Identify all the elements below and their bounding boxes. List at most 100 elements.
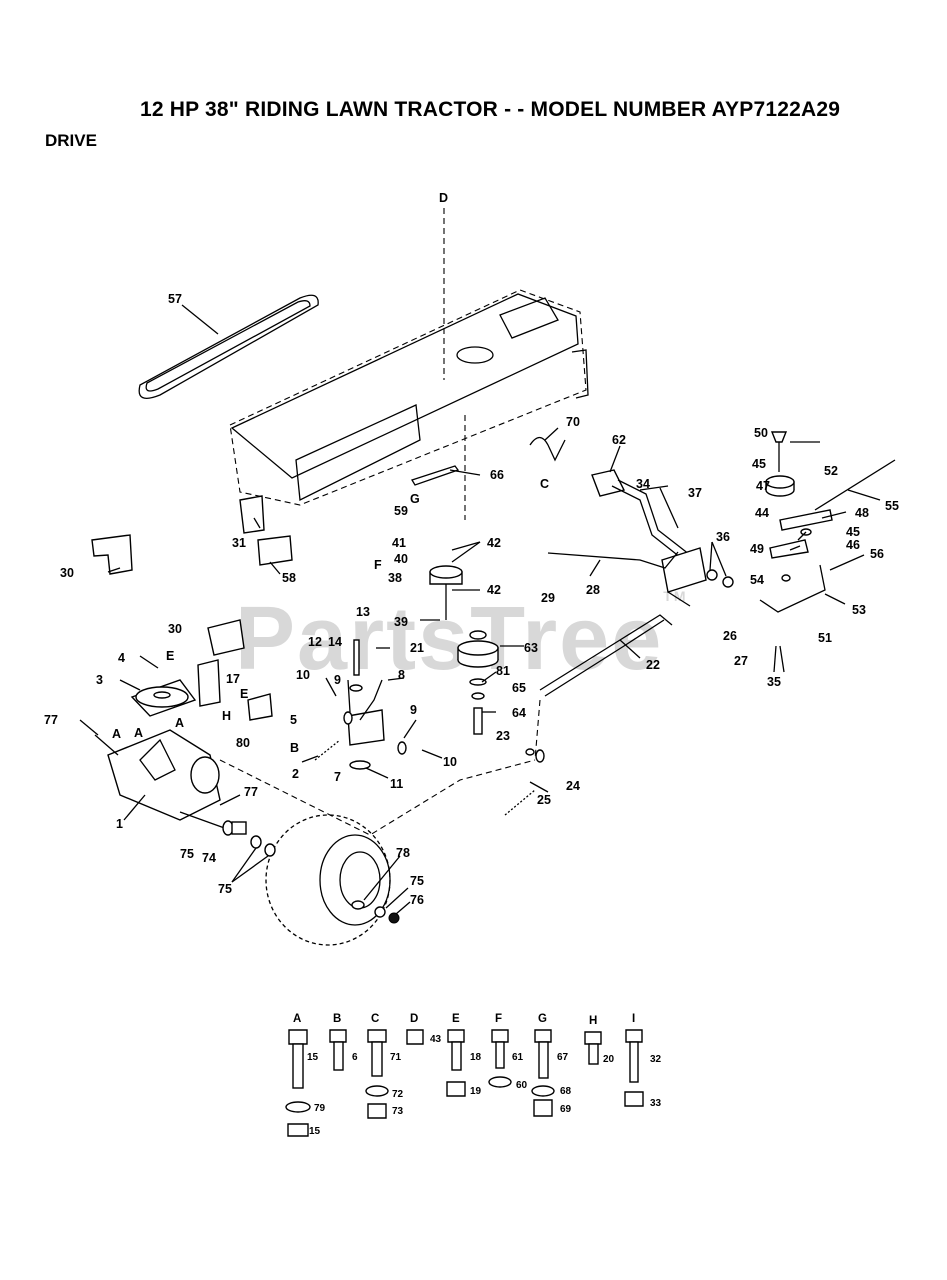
callout-A2: A <box>134 726 143 740</box>
legend-C: C 71 72 73 <box>365 1013 404 1119</box>
control-rods <box>534 551 679 761</box>
callout-41: 41 <box>392 536 406 550</box>
callout-63: 63 <box>524 641 538 655</box>
spring-70 <box>529 436 566 462</box>
legend-F-60: 60 <box>516 1080 528 1091</box>
callout-42a: 42 <box>487 536 501 550</box>
callout-B: B <box>290 741 299 755</box>
callout-36: 36 <box>716 530 730 544</box>
callout-D: D <box>439 191 448 205</box>
legend-A: A 15 79 15 <box>285 1013 326 1137</box>
callout-7: 7 <box>334 770 341 784</box>
callout-35: 35 <box>767 675 781 689</box>
callout-3: 3 <box>96 673 103 687</box>
callout-47: 47 <box>756 479 770 493</box>
pedal-assembly <box>591 469 734 593</box>
drive-belt <box>138 294 319 399</box>
legend-A-letter: A <box>293 1013 301 1025</box>
callout-26: 26 <box>723 629 737 643</box>
washer-24 <box>535 749 545 763</box>
callout-10a: 10 <box>296 668 310 682</box>
callout-8: 8 <box>398 668 405 682</box>
legend-A-15: 15 <box>307 1052 319 1063</box>
legend-H-letter: H <box>589 1015 597 1027</box>
callout-51: 51 <box>818 631 832 645</box>
callout-A3: A <box>175 716 184 730</box>
callout-44: 44 <box>755 506 769 520</box>
idler-assembly <box>411 465 499 735</box>
callout-74: 74 <box>202 851 216 865</box>
legend-B-letter: B <box>333 1013 341 1025</box>
callout-22: 22 <box>646 658 660 672</box>
leader-lines <box>79 304 881 915</box>
callout-21: 21 <box>410 641 424 655</box>
transaxle <box>94 679 231 831</box>
callout-28: 28 <box>586 583 600 597</box>
callout-17: 17 <box>226 672 240 686</box>
section-title: DRIVE <box>45 131 97 150</box>
axle-washers <box>222 820 276 857</box>
legend-C-letter: C <box>371 1013 379 1025</box>
brackets <box>91 495 293 656</box>
callout-45a: 45 <box>752 457 766 471</box>
callout-27: 27 <box>734 654 748 668</box>
callout-F: F <box>374 558 382 572</box>
callout-5: 5 <box>290 713 297 727</box>
callout-37: 37 <box>688 486 702 500</box>
legend-G: G 67 68 69 <box>531 1013 572 1117</box>
legend-I-32: 32 <box>650 1054 662 1065</box>
callout-25: 25 <box>537 793 551 807</box>
callout-75c: 75 <box>410 874 424 888</box>
callout-31: 31 <box>232 536 246 550</box>
brake-parts <box>197 639 407 770</box>
callout-G: G <box>410 492 420 506</box>
callout-75b: 75 <box>218 882 232 896</box>
callout-80: 80 <box>236 736 250 750</box>
legend-A-79: 79 <box>314 1103 326 1114</box>
legend-C-73: 73 <box>392 1106 404 1117</box>
page-title: 12 HP 38" RIDING LAWN TRACTOR - - MODEL … <box>140 98 841 121</box>
legend-A-15b: 15 <box>309 1126 321 1137</box>
spring-25 <box>504 789 536 816</box>
callout-40: 40 <box>394 552 408 566</box>
legend-F-61: 61 <box>512 1052 524 1063</box>
legend-G-69: 69 <box>560 1104 572 1115</box>
callout-13: 13 <box>356 605 370 619</box>
callout-53: 53 <box>852 603 866 617</box>
callout-E1: E <box>166 649 174 663</box>
callout-12: 12 <box>308 635 322 649</box>
washer-23 <box>525 748 535 756</box>
legend-B: B 6 <box>329 1013 358 1071</box>
callout-48: 48 <box>855 506 869 520</box>
callout-46: 46 <box>846 538 860 552</box>
watermark-text: PartsTree <box>235 589 664 689</box>
watermark: PartsTreeTM <box>235 588 688 691</box>
callout-30a: 30 <box>60 566 74 580</box>
legend-E-19: 19 <box>470 1086 482 1097</box>
callout-38: 38 <box>388 571 402 585</box>
legend-I-33: 33 <box>650 1098 662 1109</box>
callout-70: 70 <box>566 415 580 429</box>
callout-H: H <box>222 709 231 723</box>
callout-C: C <box>540 477 549 491</box>
callout-81: 81 <box>496 664 510 678</box>
legend-H: H 20 <box>584 1015 615 1065</box>
frame-drawing <box>229 208 589 520</box>
legend-G-68: 68 <box>560 1086 572 1097</box>
legend-C-72: 72 <box>392 1089 404 1100</box>
legend-D: D 43 <box>406 1013 442 1045</box>
callout-23: 23 <box>496 729 510 743</box>
callout-9b: 9 <box>410 703 417 717</box>
legend-E-letter: E <box>452 1013 460 1025</box>
callout-65: 65 <box>512 681 526 695</box>
callout-29: 29 <box>541 591 555 605</box>
legend-G-letter: G <box>538 1013 547 1025</box>
legend-I: I 32 33 <box>624 1013 662 1109</box>
callout-10b: 10 <box>443 755 457 769</box>
callout-62: 62 <box>612 433 626 447</box>
legend-E-18: 18 <box>470 1052 482 1063</box>
callout-11: 11 <box>390 777 403 791</box>
callout-42b: 42 <box>487 583 501 597</box>
callout-4: 4 <box>118 651 125 665</box>
